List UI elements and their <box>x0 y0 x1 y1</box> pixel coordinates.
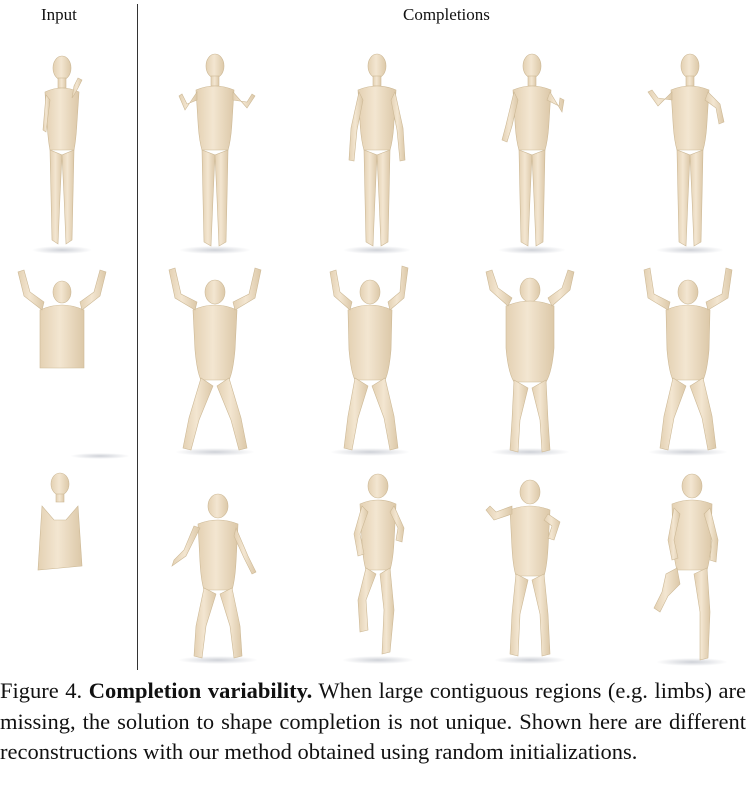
completion-r2c4 <box>643 267 733 456</box>
completion-r1c3 <box>498 53 566 254</box>
caption-label: Figure 4. <box>0 678 83 703</box>
completion-r3c2 <box>342 473 414 664</box>
figure: Input Completions <box>17 4 733 670</box>
completion-r2c2 <box>329 265 410 456</box>
input-figure-row3 <box>37 453 130 571</box>
figure-panel <box>17 53 733 666</box>
input-figure-row2 <box>17 269 107 369</box>
figure-caption: Figure 4. Completion variability. When l… <box>0 676 746 768</box>
input-column-header: Input <box>41 5 77 24</box>
completion-r2c3 <box>485 269 575 456</box>
caption-text: When large contiguous regions (e.g. limb… <box>0 678 747 764</box>
completion-r1c2 <box>343 53 411 254</box>
caption-title: Completion variability. <box>88 678 313 703</box>
completion-r3c4 <box>653 473 728 666</box>
input-figure-row1 <box>32 55 92 254</box>
completion-r1c4 <box>647 53 725 254</box>
completion-r2c1 <box>168 267 262 456</box>
column-divider <box>137 4 138 670</box>
completion-r3c1 <box>171 493 258 664</box>
completion-r1c1 <box>178 53 256 254</box>
completions-column-header: Completions <box>403 5 490 24</box>
completion-r3c3 <box>485 479 566 664</box>
